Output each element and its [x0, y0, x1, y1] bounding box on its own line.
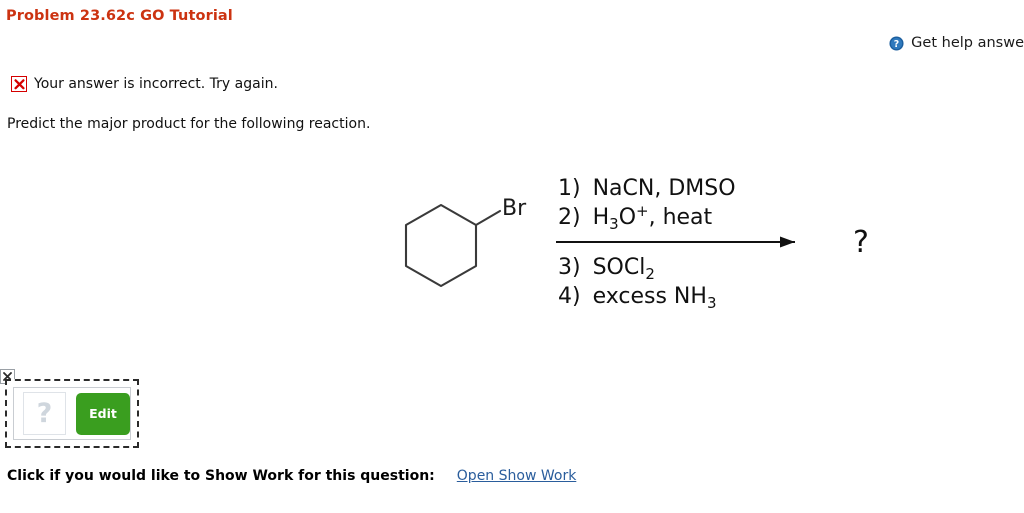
answer-preview-placeholder: ? [23, 392, 66, 435]
show-work-label: Click if you would like to Show Work for… [7, 468, 435, 484]
cyclohexane-ring-structure [404, 203, 502, 288]
answer-editor-widget[interactable]: ? Edit [5, 379, 139, 448]
edit-button[interactable]: Edit [76, 392, 130, 435]
feedback-message: Your answer is incorrect. Try again. [34, 76, 278, 92]
substituent-label-br: Br [502, 196, 527, 221]
reaction-scheme: Br 1)NaCN, DMSO 2)H3O+, heat 3)SOCl2 4)e… [390, 155, 910, 335]
page-title: Problem 23.62c GO Tutorial [6, 8, 233, 24]
question-circle-icon: ? [889, 35, 904, 51]
placeholder-question-glyph: ? [36, 398, 53, 429]
svg-text:?: ? [894, 38, 899, 49]
product-placeholder: ? [853, 225, 869, 260]
red-x-icon [11, 76, 27, 92]
open-show-work-link[interactable]: Open Show Work [456, 468, 577, 484]
reagent-line-2: 2)H3O+, heat [558, 202, 713, 233]
get-help-link[interactable]: ? Get help answe [889, 35, 1024, 51]
feedback-banner: Your answer is incorrect. Try again. [11, 76, 278, 92]
reagent-line-4: 4)excess NH3 [558, 284, 716, 312]
reagent-line-1: 1)NaCN, DMSO [558, 176, 736, 201]
reagent-line-3: 3)SOCl2 [558, 255, 655, 283]
show-work-row: Click if you would like to Show Work for… [7, 468, 576, 484]
question-prompt: Predict the major product for the follow… [7, 116, 371, 132]
answer-editor-panel: ? Edit [13, 387, 131, 440]
reaction-arrow-right [556, 236, 795, 248]
get-help-label: Get help answe [911, 35, 1024, 51]
